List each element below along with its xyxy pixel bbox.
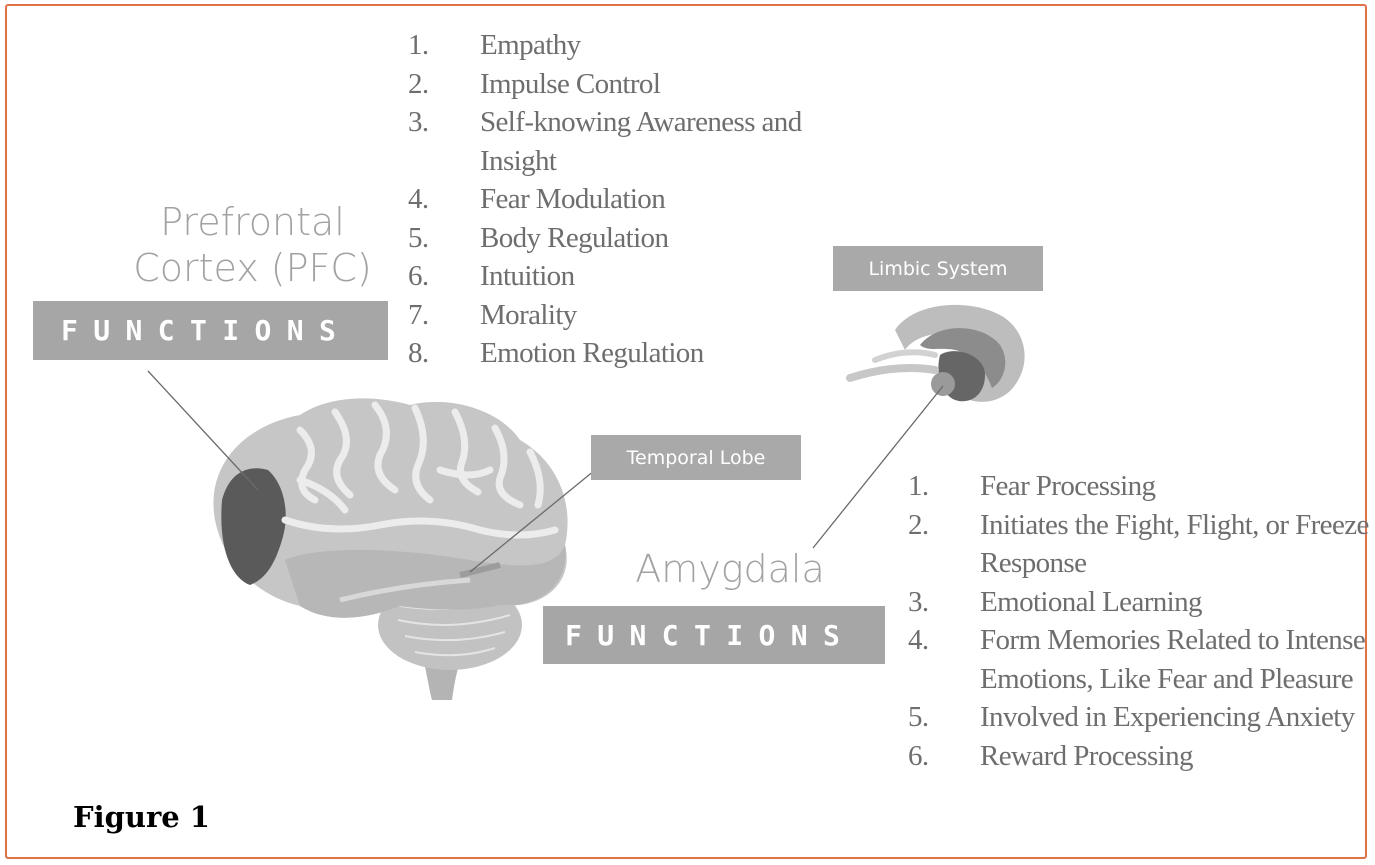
list-item: 6. Reward Processing — [908, 737, 1348, 776]
list-number: 7. — [408, 298, 429, 331]
list-text: Emotional Learning — [980, 585, 1203, 618]
list-item: 5. Body Regulation — [408, 219, 828, 258]
list-text: Involved in Experiencing Anxiety — [980, 701, 1355, 733]
faint-margin-marks — [883, 550, 891, 700]
list-text: Impulse Control — [480, 67, 661, 100]
list-item: 2. Impulse Control — [408, 65, 828, 104]
list-number: 6. — [408, 260, 429, 292]
list-number: 2. — [908, 508, 929, 541]
amygdala-title: Amygdala — [635, 547, 825, 591]
list-number: 5. — [908, 701, 929, 733]
pfc-functions-list: 1. Empathy 2. Impulse Control 3. Self-knowi… — [408, 26, 828, 373]
brain-illustration — [213, 398, 568, 700]
amygdala-functions-band: FUNCTIONS — [543, 606, 885, 664]
pfc-title: Prefrontal Cortex (PFC) — [120, 199, 385, 291]
list-text: Morality — [480, 298, 577, 331]
list-text: Reward Processing — [980, 739, 1194, 772]
figure-label: Figure 1 — [73, 800, 210, 834]
figure-frame — [5, 4, 1367, 859]
list-item: 6. Intuition — [408, 257, 828, 296]
list-number: 8. — [408, 337, 429, 369]
amygdala-node — [931, 372, 955, 396]
list-number: 1. — [408, 29, 429, 61]
list-item: 8. Emotion Regulation — [408, 334, 828, 373]
list-text: Body Regulation — [480, 221, 669, 254]
list-item: 2. Initiates the Fight, Flight, or Freeze… — [908, 506, 1375, 583]
limbic-system-label: Limbic System — [833, 246, 1043, 291]
list-text: Empathy — [480, 29, 581, 61]
list-item: 1. Fear Processing — [908, 467, 1348, 506]
list-number: 4. — [408, 183, 429, 215]
list-text: Form Memories Related to Intense Emotion… — [980, 624, 1366, 695]
temporal-lobe-region — [285, 545, 566, 618]
list-number: 6. — [908, 739, 929, 772]
pfc-title-line2: Cortex (PFC) — [133, 246, 372, 290]
connector-lines — [147, 370, 944, 573]
list-text: Fear Processing — [980, 470, 1156, 502]
pfc-title-line1: Prefrontal — [160, 200, 345, 244]
list-number: 4. — [908, 624, 929, 656]
pfc-region — [221, 468, 286, 585]
list-text: Intuition — [480, 260, 575, 292]
list-number: 2. — [408, 67, 429, 100]
list-item: 4. Form Memories Related to Intense Emoti… — [908, 621, 1375, 698]
amygdala-functions-list: 1. Fear Processing 2. Initiates the Fight,… — [908, 467, 1369, 776]
list-number: 3. — [408, 106, 429, 138]
list-text: Fear Modulation — [480, 183, 666, 215]
list-item: 3. Self-knowing Awareness and Insight — [408, 103, 810, 180]
list-text: Emotion Regulation — [480, 337, 704, 369]
list-text: Self-knowing Awareness and Insight — [480, 106, 802, 177]
temporal-lobe-label: Temporal Lobe — [591, 435, 801, 480]
limbic-system-illustration — [846, 304, 1025, 402]
list-item: 1. Empathy — [408, 26, 828, 65]
list-item: 5. Involved in Experiencing Anxiety — [908, 698, 1375, 737]
list-number: 3. — [908, 585, 929, 618]
pfc-functions-band: FUNCTIONS — [33, 301, 388, 360]
list-item: 4. Fear Modulation — [408, 180, 828, 219]
list-number: 5. — [408, 221, 429, 254]
list-item: 3. Emotional Learning — [908, 583, 1348, 622]
list-number: 1. — [908, 470, 929, 502]
list-item: 7. Morality — [408, 296, 828, 335]
list-text: Initiates the Fight, Flight, or Freeze R… — [980, 508, 1369, 580]
